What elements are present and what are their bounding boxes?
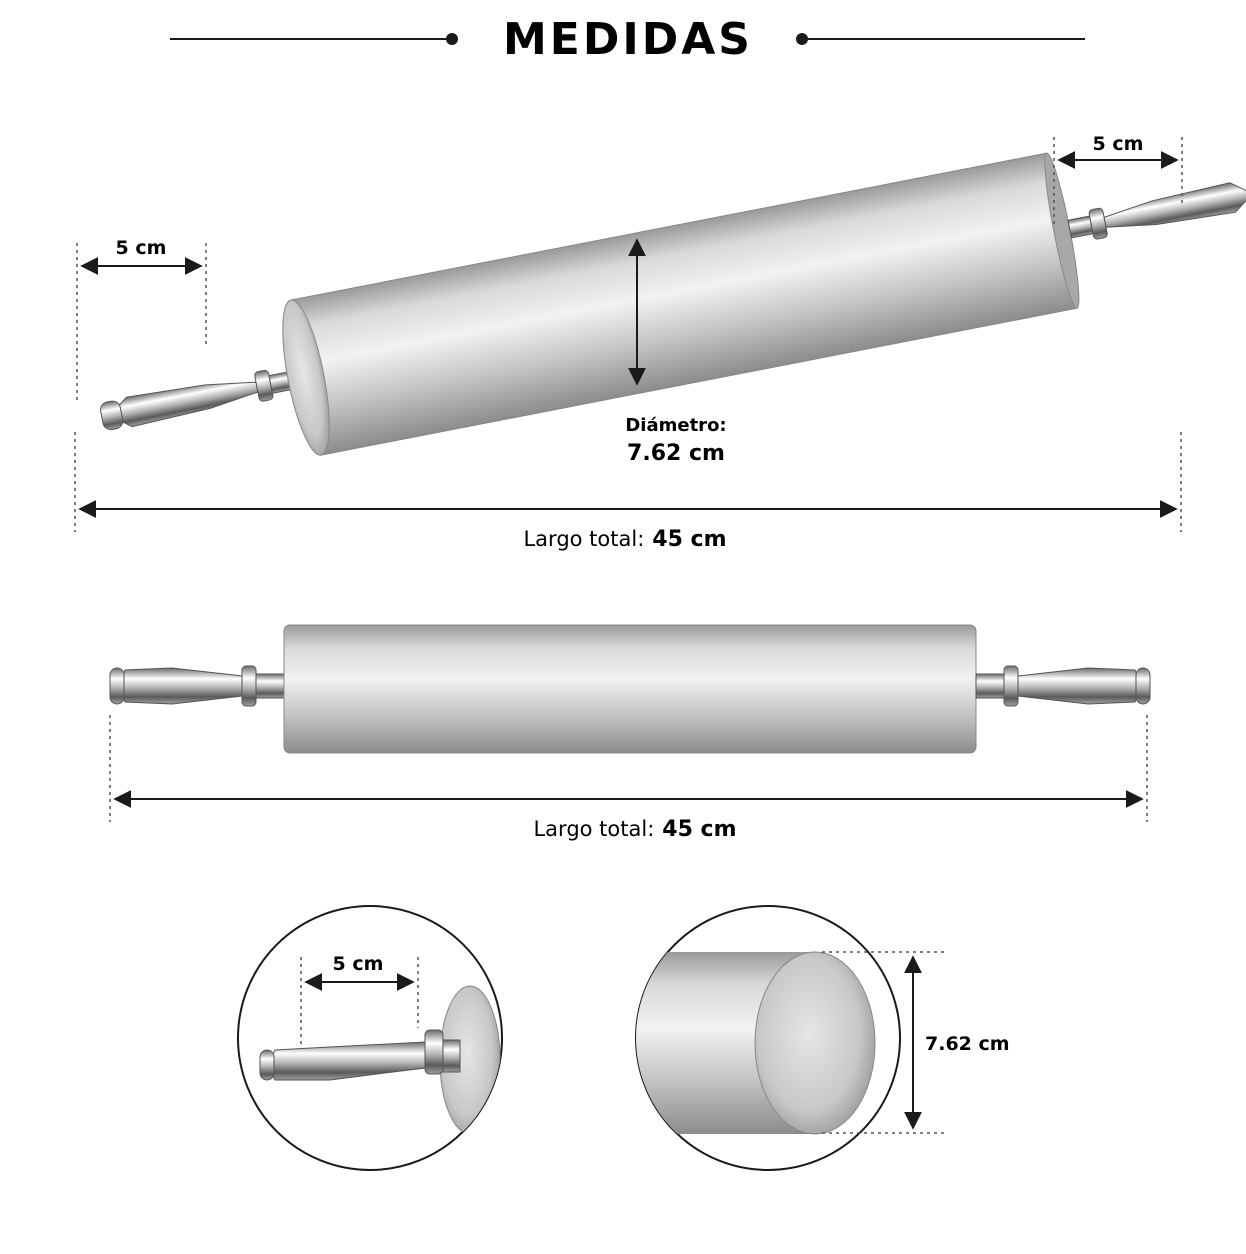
- detail-handle-circle: [237, 905, 503, 1171]
- side-right-handle: [1017, 667, 1143, 705]
- detail-handle-collar: [424, 1029, 444, 1075]
- detail-barrel: 7.62 cm: [635, 905, 1010, 1171]
- side-left-axle: [255, 673, 285, 699]
- side-length-prefix: Largo total:: [533, 817, 654, 841]
- left-handle-tip: [100, 400, 124, 431]
- side-right-tip: [1135, 667, 1151, 705]
- side-view: Largo total: 45 cm: [109, 624, 1151, 842]
- barrel: [290, 152, 1078, 456]
- top-length-value: 45 cm: [652, 527, 726, 552]
- detail-handle-tip: [259, 1049, 275, 1081]
- detail-handle-label: 5 cm: [333, 953, 384, 975]
- diameter-caption: Diámetro:: [625, 415, 726, 436]
- top-length-prefix: Largo total:: [523, 527, 644, 551]
- side-length-label: Largo total: 45 cm: [533, 817, 736, 842]
- detail-handle: 5 cm: [237, 905, 503, 1171]
- detail-barrel-image: [636, 951, 876, 1135]
- right-axle: [1067, 215, 1094, 239]
- detail-handle-image: [259, 985, 501, 1135]
- top-view: 5 cm 5 cm Diámetro: 7.62 cm Largo total:…: [74, 133, 1246, 552]
- right-handle-label: 5 cm: [1093, 133, 1144, 155]
- detail-handle-grip: [267, 1041, 426, 1081]
- side-left-handle: [117, 667, 243, 705]
- page-title: MEDIDAS: [503, 14, 753, 65]
- top-length-label: Largo total: 45 cm: [523, 527, 726, 552]
- side-right-axle: [975, 673, 1005, 699]
- rolling-pin-horizontal-image: [109, 624, 1151, 754]
- side-barrel: [283, 624, 977, 754]
- detail-barrel-label: 7.62 cm: [925, 1033, 1010, 1055]
- rolling-pin-angled-image: [100, 152, 1246, 456]
- side-left-collar: [241, 665, 257, 707]
- barrel-left-cap: [282, 299, 330, 456]
- right-handle: [1103, 182, 1246, 228]
- diameter-value: 7.62 cm: [627, 441, 725, 466]
- left-handle: [108, 381, 259, 428]
- left-handle-label: 5 cm: [116, 237, 167, 259]
- side-right-collar: [1003, 665, 1019, 707]
- detail-handle-axle: [441, 1039, 461, 1073]
- header: MEDIDAS: [170, 14, 1085, 65]
- side-length-value: 45 cm: [662, 817, 736, 842]
- detail-barrel-end-cap: [754, 951, 876, 1135]
- side-left-tip: [109, 667, 125, 705]
- header-dot-left: [446, 33, 458, 45]
